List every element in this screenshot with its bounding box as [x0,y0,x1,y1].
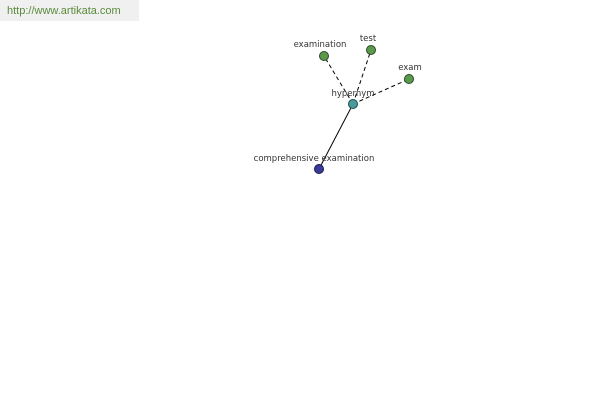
node-test[interactable] [366,45,376,55]
edge-hypernym-to-examination [323,55,354,105]
node-exam[interactable] [404,74,414,84]
edge-term-to-hypernym [318,103,354,170]
label-test: test [360,34,377,44]
label-hypernym: hypernym [331,89,374,99]
edge-hypernym-to-exam [352,78,410,105]
node-hypernym[interactable] [348,99,358,109]
label-examination: examination [294,40,347,50]
url-banner: http://www.artikata.com [0,0,139,21]
node-comprehensive-examination[interactable] [314,164,324,174]
site-url-link[interactable]: http://www.artikata.com [7,5,121,17]
label-exam: exam [398,63,422,73]
node-examination[interactable] [319,51,329,61]
label-comprehensive-examination: comprehensive examination [254,154,375,164]
edge-hypernym-to-test [352,49,372,105]
